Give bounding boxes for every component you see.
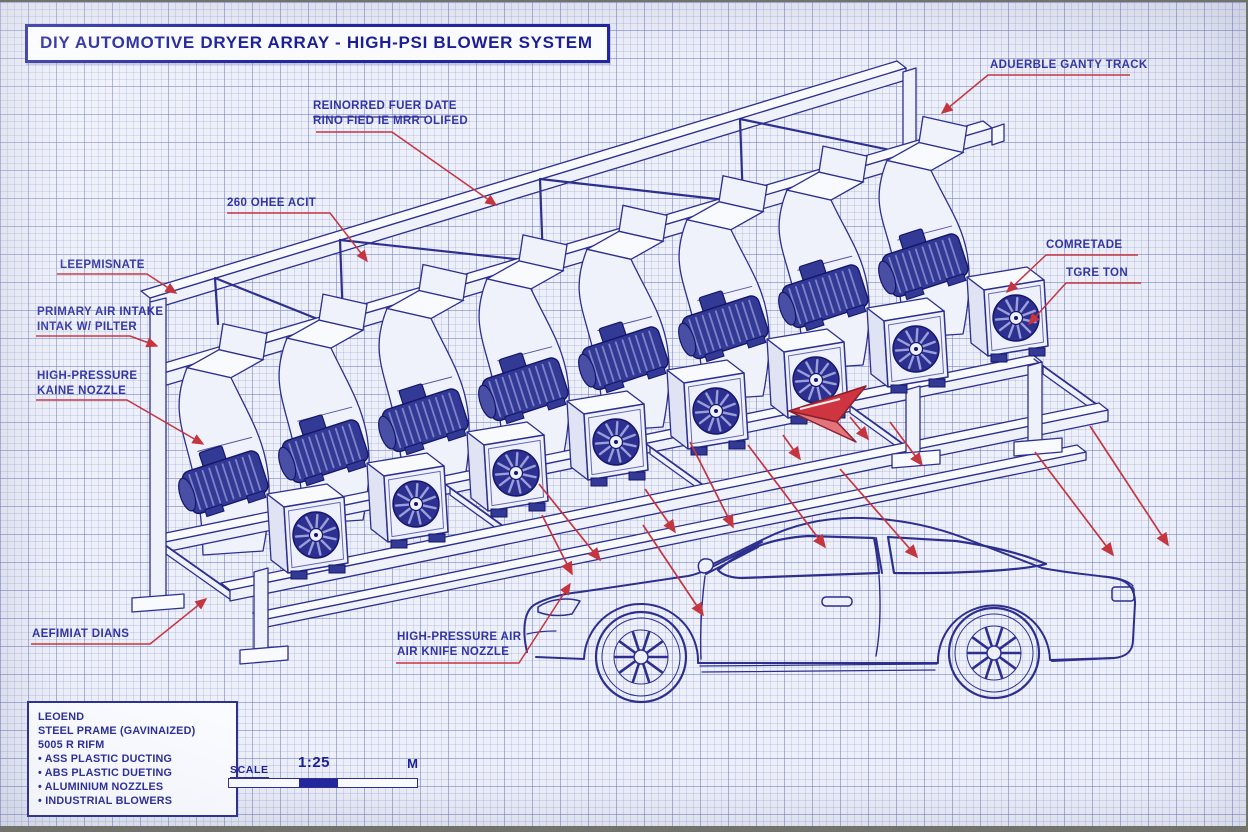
blower-unit-drawing: [578, 321, 749, 456]
legend-item: ASS PLASTIC DUCTING: [38, 752, 230, 766]
airflow-arrow: [538, 483, 602, 562]
callout-aefimiat: AEFIMIAT DIANS: [32, 628, 130, 640]
car-drawing: [523, 516, 1136, 704]
page-title: DIY AUTOMOTIVE DRYER ARRAY - HIGH-PSI BL…: [40, 33, 593, 52]
fan-icon: [292, 511, 340, 559]
car-rear-window: [886, 535, 1048, 575]
legend-item: ALUMINIUM NOZZLES: [38, 780, 230, 794]
airflow-arrow: [1034, 451, 1115, 557]
callout-comretade: COMRETADE: [1046, 239, 1123, 251]
leader-aefimiat: [31, 598, 208, 645]
motor-icon: [578, 321, 669, 394]
airflow-arrow: [541, 514, 573, 576]
leader-comretade: [1005, 254, 1138, 294]
car-trunk-line: [1099, 575, 1134, 587]
leader-primary-intake: [36, 335, 159, 348]
airflow-arrow: [689, 441, 734, 529]
blower-unit-drawing: [178, 445, 349, 580]
car-door-lines: [699, 574, 881, 660]
motor-icon: [678, 290, 769, 363]
callout-ohee-acit: 260 OHEE ACIT: [227, 197, 317, 209]
legend-item: INDUSTRIAL BLOWERS: [38, 794, 230, 808]
airflow-arrow: [839, 468, 919, 559]
legend-spec-line: 5005 R RIFM: [38, 739, 105, 751]
title-block: DIY AUTOMOTIVE DRYER ARRAY - HIGH-PSI BL…: [25, 24, 610, 63]
motor-icon: [278, 414, 369, 487]
callout-gantry-track: ADUERBLE GANTY TRACK: [990, 59, 1148, 71]
fan-icon: [492, 449, 540, 497]
blower-unit-drawing: [378, 383, 549, 518]
car-tail-lamp: [1111, 586, 1135, 602]
callout-leader-lines: [31, 74, 1141, 664]
callout-primary-intake: PRIMARY AIR INTAKE INTAK W/ PILTER: [37, 306, 164, 333]
red-dart-marker: [788, 385, 867, 443]
leader-hp-air: [396, 582, 571, 664]
airflow-arrow: [782, 434, 801, 461]
fan-icon: [992, 294, 1040, 342]
car-b-pillar: [875, 537, 883, 574]
blower-unit-drawing: [278, 414, 449, 549]
airflow-arrow: [644, 488, 676, 534]
fan-icon: [392, 480, 440, 528]
car-wheel: [594, 610, 688, 704]
motor-icon: [478, 352, 569, 425]
airflow-arrow: [1089, 425, 1169, 547]
car-door-handle: [821, 596, 853, 607]
fan-icon: [692, 387, 740, 435]
legend-heading: LEOEND: [38, 711, 85, 723]
leader-gantry-track: [940, 74, 1130, 114]
fan-icon: [892, 325, 940, 373]
motor-icon: [778, 259, 869, 332]
legend: LEOEND STEEL PRAME (GAVINAIZED) 5005 R R…: [27, 701, 238, 817]
airflow-arrows: [538, 416, 1169, 617]
leader-ohee: [227, 212, 368, 263]
callout-leepmisnate: LEEPMISNATE: [60, 259, 145, 271]
callout-kaine-nozzle: HIGH-PRESSURE KAINE NOZZLE: [37, 370, 138, 397]
blower-units-drawing: [178, 228, 1049, 580]
airflow-arrow: [849, 416, 870, 441]
legend-item: ABS PLASTIC DUETING: [38, 766, 230, 780]
blower-unit-drawing: [778, 259, 949, 394]
car-wheel: [947, 606, 1041, 700]
fan-icon: [592, 418, 640, 466]
scale-bar: [228, 778, 418, 788]
leader-tgre-ton: [1027, 282, 1141, 326]
leader-leepmisnate: [57, 273, 178, 294]
airflow-arrow: [642, 524, 704, 617]
legend-frame-line: STEEL PRAME (GAVINAIZED): [38, 725, 196, 737]
car-mirror: [697, 558, 714, 574]
motor-icon: [878, 228, 969, 301]
callout-hp-air-knife: HIGH-PRESSURE AIR AIR KNIFE NOZZLE: [397, 631, 522, 658]
scale-bar-group: SCALE 1:25 M: [228, 752, 418, 792]
motor-icon: [178, 445, 269, 518]
scale-label: SCALE: [230, 764, 269, 778]
airflow-arrow: [889, 421, 924, 467]
car-front-crease: [526, 630, 557, 635]
callout-reinforced-duct: REINORRED FUER DATE RINO FIED IE MRR OLI…: [313, 100, 468, 127]
leader-reinforced: [316, 131, 498, 206]
car-sill-lines: [699, 663, 938, 673]
blower-unit-drawing: [478, 352, 649, 487]
scale-unit: M: [407, 756, 418, 771]
fan-icon: [792, 356, 840, 404]
motor-icon: [378, 383, 469, 456]
airflow-arrow: [747, 444, 827, 549]
car-headlight: [537, 598, 581, 617]
car-front-window: [716, 534, 881, 580]
car-underbody: [535, 602, 1115, 664]
blower-unit-drawing: [678, 290, 849, 425]
scale-ratio: 1:25: [298, 754, 331, 771]
callout-tgre-ton: TGRE TON: [1066, 267, 1129, 279]
leader-kaine-nozzle: [36, 399, 205, 445]
